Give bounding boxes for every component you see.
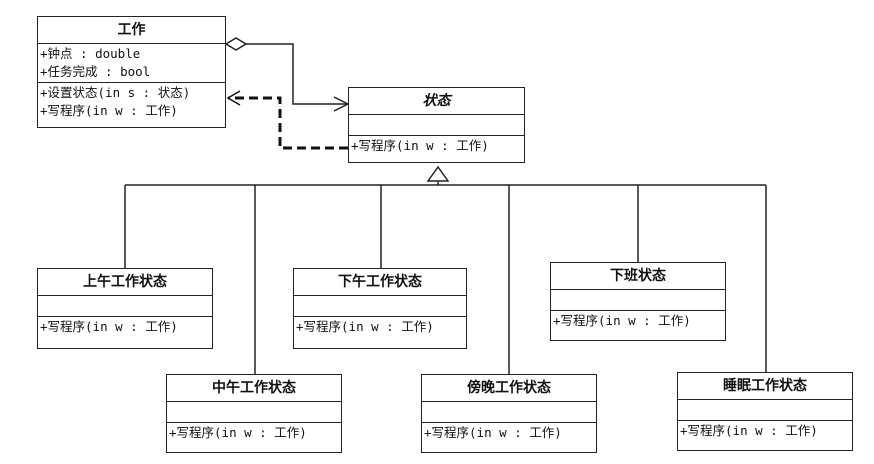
class-afternoon-state: 下午工作状态 +写程序(in w : 工作) [293, 268, 467, 349]
operation: +设置状态(in s : 状态) [40, 85, 191, 100]
operations-section: +写程序(in w : 工作) [167, 423, 341, 443]
operation: +写程序(in w : 工作) [169, 425, 307, 440]
class-name: 下午工作状态 [294, 269, 466, 296]
dependency-arrowhead [226, 90, 241, 106]
operations-section: +写程序(in w : 工作) [349, 136, 524, 156]
class-evening-state: 傍晚工作状态 +写程序(in w : 工作) [421, 374, 597, 453]
aggregation-diamond [224, 37, 248, 51]
class-name: 睡眠工作状态 [678, 373, 852, 400]
operation: +写程序(in w : 工作) [40, 319, 178, 334]
operation: +写程序(in w : 工作) [296, 319, 434, 334]
class-off-work-state: 下班状态 +写程序(in w : 工作) [550, 262, 726, 341]
class-noon-state: 中午工作状态 +写程序(in w : 工作) [166, 374, 342, 453]
class-state: 状态 +写程序(in w : 工作) [348, 87, 525, 163]
class-name: 下班状态 [551, 263, 725, 290]
class-name: 工作 [38, 17, 225, 44]
attributes-section [551, 290, 725, 311]
operations-section: +写程序(in w : 工作) [422, 423, 596, 443]
operation: +写程序(in w : 工作) [40, 103, 178, 118]
operation: +写程序(in w : 工作) [424, 425, 562, 440]
dependency-line [228, 96, 348, 150]
class-sleep-state: 睡眠工作状态 +写程序(in w : 工作) [677, 372, 853, 451]
attributes-section [349, 115, 524, 136]
attribute: +钟点 : double [40, 46, 141, 61]
attributes-section [38, 296, 212, 317]
attributes-section: +钟点 : double +任务完成 : bool [38, 44, 225, 83]
operations-section: +设置状态(in s : 状态) +写程序(in w : 工作) [38, 83, 225, 121]
class-morning-state: 上午工作状态 +写程序(in w : 工作) [37, 268, 213, 349]
class-name: 上午工作状态 [38, 269, 212, 296]
attributes-section [422, 402, 596, 423]
aggregation-line [246, 43, 348, 105]
operation: +写程序(in w : 工作) [680, 423, 818, 438]
class-name: 中午工作状态 [167, 375, 341, 402]
attributes-section [678, 400, 852, 421]
operations-section: +写程序(in w : 工作) [38, 317, 212, 337]
attributes-section [294, 296, 466, 317]
class-name: 傍晚工作状态 [422, 375, 596, 402]
generalization-triangle [426, 165, 450, 182]
operations-section: +写程序(in w : 工作) [294, 317, 466, 337]
attribute: +任务完成 : bool [40, 64, 151, 79]
attributes-section [167, 402, 341, 423]
operation: +写程序(in w : 工作) [351, 138, 489, 153]
operations-section: +写程序(in w : 工作) [551, 311, 725, 331]
class-name: 状态 [349, 88, 524, 115]
class-work: 工作 +钟点 : double +任务完成 : bool +设置状态(in s … [37, 16, 226, 128]
operation: +写程序(in w : 工作) [553, 313, 691, 328]
operations-section: +写程序(in w : 工作) [678, 421, 852, 441]
